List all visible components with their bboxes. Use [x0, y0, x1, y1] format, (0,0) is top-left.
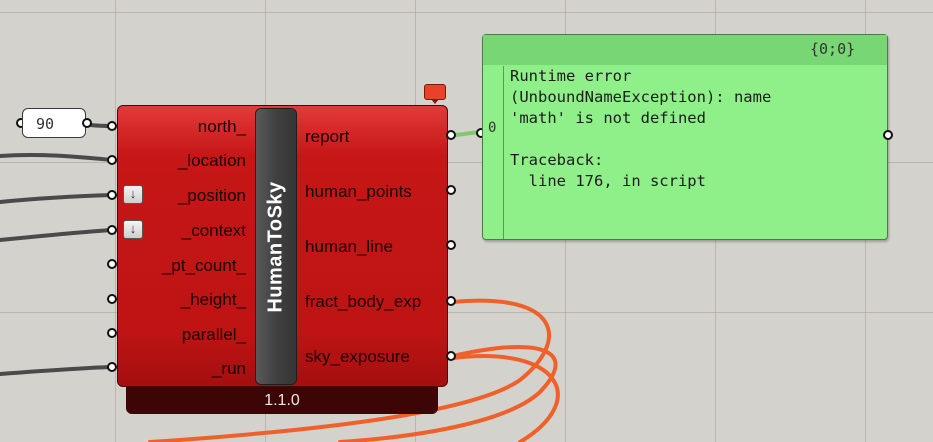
wire-fract-body-exp[interactable] [148, 298, 551, 442]
input-label-run[interactable]: _run [211, 359, 246, 378]
number-param-value: 90 [36, 115, 55, 133]
wire-position[interactable] [0, 193, 114, 204]
input-label-parallel[interactable]: parallel_ [181, 325, 246, 344]
output-panel[interactable] [482, 34, 888, 240]
input-grip-location[interactable] [107, 155, 117, 165]
output-grip-human-line[interactable] [446, 240, 456, 250]
message-balloon-icon[interactable] [424, 84, 446, 104]
panel-data-path: {0;0} [810, 40, 856, 58]
component-version: 1.1.0 [264, 392, 300, 409]
output-grip-fract-body-exp[interactable] [446, 296, 456, 306]
panel-item-index: 0 [488, 120, 497, 136]
input-grip-run[interactable] [107, 362, 117, 372]
output-label-human-line[interactable]: human_line [305, 237, 393, 256]
wire-context[interactable] [0, 228, 114, 242]
panel-output-grip[interactable] [883, 130, 893, 140]
input-grip-north[interactable] [107, 121, 117, 131]
output-grip-sky-exposure[interactable] [446, 351, 456, 361]
input-label-context[interactable]: _context [181, 221, 246, 240]
component-name-bar[interactable]: HumanToSky [256, 109, 296, 384]
output-label-sky-exposure[interactable]: sky_exposure [305, 347, 410, 366]
input-grip-height[interactable] [107, 294, 117, 304]
input-grip-position[interactable] [107, 190, 117, 200]
output-grip-report[interactable] [446, 130, 456, 140]
input-label-location[interactable]: _location [177, 151, 246, 170]
output-label-report[interactable]: report [305, 127, 350, 146]
input-grip-pt-count[interactable] [107, 259, 117, 269]
input-label-pt-count[interactable]: _pt_count_ [161, 256, 246, 275]
number-param-output-grip[interactable] [82, 118, 92, 128]
number-param[interactable]: 90 [22, 108, 86, 138]
wire-run[interactable] [0, 365, 114, 376]
input-grip-parallel[interactable] [107, 328, 117, 338]
panel-text: Runtime error (UnboundNameException): na… [510, 67, 772, 190]
panel-index-divider [503, 66, 504, 239]
wire-sky-exposure-b[interactable] [451, 354, 560, 442]
output-label-fract-body-exp[interactable]: fract_body_exp [305, 292, 422, 311]
input-label-north[interactable]: north_ [197, 117, 246, 136]
panel-header [483, 35, 887, 65]
wire-location[interactable] [0, 152, 114, 162]
component-name: HumanToSky [264, 180, 287, 313]
input-grip-context[interactable] [107, 225, 117, 235]
input-label-height[interactable]: _height_ [180, 290, 246, 309]
output-grip-human-points[interactable] [446, 185, 456, 195]
down-arrow-icon[interactable]: ↓ [123, 220, 143, 239]
wire-sky-exposure-a[interactable] [338, 345, 558, 442]
input-label-position[interactable]: _position [177, 186, 246, 205]
down-arrow-icon[interactable]: ↓ [123, 185, 143, 204]
output-label-human-points[interactable]: human_points [305, 182, 412, 201]
